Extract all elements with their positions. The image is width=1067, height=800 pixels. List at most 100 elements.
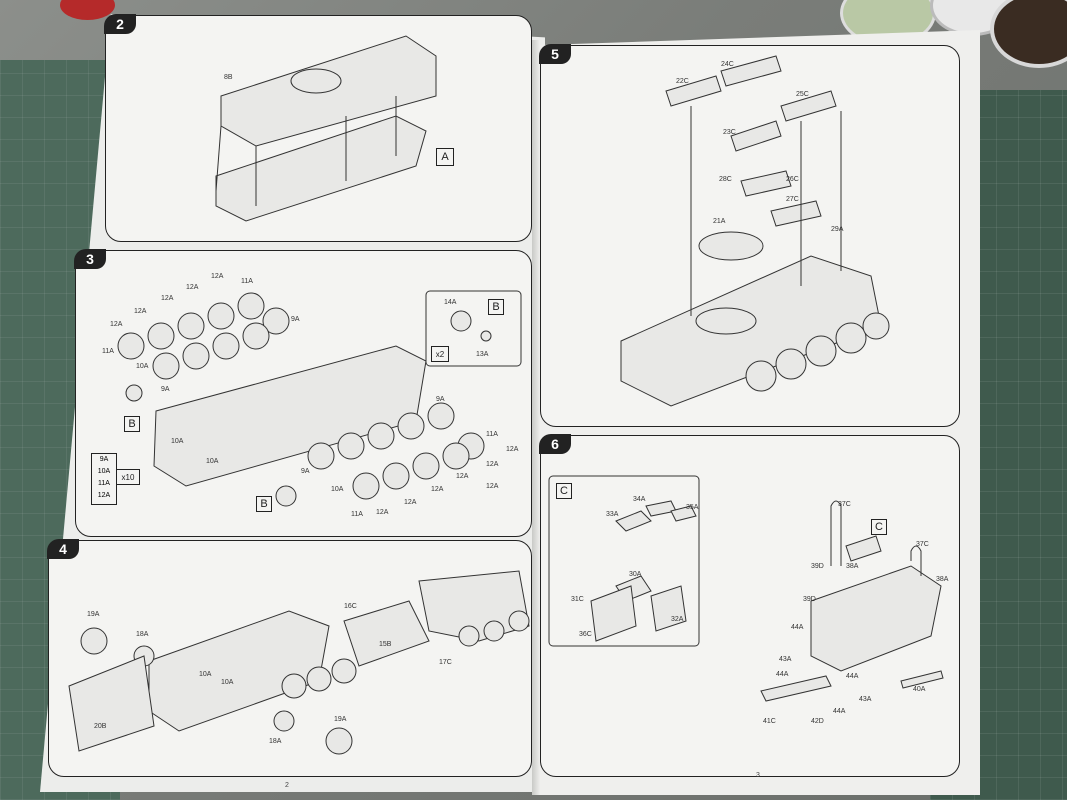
part-label: 18A [269, 738, 282, 745]
part-label: 11A [351, 511, 363, 518]
page-number-left: 2 [285, 782, 289, 789]
step-4-panel: 4 19A 18A 10A 10A 20B 19A 18A 16C 15B 17… [47, 539, 532, 777]
part-label: 20B [94, 723, 107, 730]
subassembly-label: C [556, 483, 572, 499]
part-label: 43A [859, 696, 872, 703]
part-label: 24C [721, 61, 734, 68]
subassembly-label: B [488, 299, 504, 315]
part-label: 11A [486, 431, 498, 438]
part-label: 12A [211, 273, 224, 280]
part-label: 19A [334, 716, 347, 723]
part-label: 12A [486, 483, 499, 490]
subassembly-label: B [256, 496, 272, 512]
part-label: 18A [136, 631, 149, 638]
part-label: 12A [506, 446, 519, 453]
step-4-number: 4 [47, 539, 79, 559]
step-3-number: 3 [74, 249, 106, 269]
part-label: 10A [331, 486, 344, 493]
part-label: 8B [224, 74, 233, 81]
step-5-drawing [620, 55, 890, 407]
subassembly-label: B [124, 416, 140, 432]
part-label: 10A [97, 468, 111, 475]
booklet-gutter [532, 40, 540, 795]
subassembly-label: A [436, 148, 454, 166]
part-label: 19A [87, 611, 100, 618]
part-label: 35A [686, 504, 699, 511]
part-label: 38A [936, 576, 949, 583]
part-label: 26C [786, 176, 799, 183]
part-label: 10A [206, 458, 219, 465]
part-label: 10A [171, 438, 184, 445]
part-label: 44A [776, 671, 789, 678]
part-label: 23C [723, 129, 736, 136]
step-2-drawing [215, 35, 437, 222]
part-label: 12A [186, 284, 199, 291]
part-label: 44A [791, 624, 804, 631]
part-label: 9A [291, 316, 300, 323]
part-label: 22C [676, 78, 689, 85]
part-label: 9A [99, 456, 109, 463]
step-3-panel: 3 12A 11A 12A 12A 12A 12A 11A 10A 9A 10A… [74, 249, 532, 537]
part-label: 12A [97, 492, 111, 499]
paint-jar [990, 0, 1067, 68]
part-label: 44A [846, 673, 859, 680]
part-label: 37C [916, 541, 929, 548]
part-label: 10A [221, 679, 234, 686]
part-label: 31C [571, 596, 584, 603]
part-label: 28C [719, 176, 732, 183]
part-label: 40A [913, 686, 926, 693]
part-label: 36C [579, 631, 592, 638]
part-label: 12A [431, 486, 444, 493]
quantity-label: x10 [116, 469, 140, 485]
part-label: 21A [713, 218, 726, 225]
step-6-panel: 6 C 34A 33A 35A 30A 31C 32A 36C 37C C 39… [539, 434, 960, 777]
step-2-number: 2 [104, 14, 136, 34]
quantity-label: x2 [431, 346, 449, 362]
part-label: 11A [98, 480, 110, 487]
part-label: 12A [161, 295, 174, 302]
part-label: 12A [110, 321, 123, 328]
part-label: 43A [779, 656, 792, 663]
part-label: 12A [376, 509, 389, 516]
part-label: 15B [379, 641, 392, 648]
parts-count-box: 9A 10A 11A 12A [91, 453, 117, 505]
step-3-drawing [117, 290, 522, 507]
part-label: 13A [476, 351, 489, 358]
subassembly-label: C [871, 519, 887, 535]
part-label: 12A [134, 308, 147, 315]
part-label: 38A [846, 563, 859, 570]
part-label: 10A [136, 363, 149, 370]
part-label: 44A [833, 708, 846, 715]
part-label: 42D [811, 718, 824, 725]
part-label: 34A [633, 496, 646, 503]
step-6-number: 6 [539, 434, 571, 454]
part-label: 9A [301, 468, 310, 475]
part-label: 32A [671, 616, 684, 623]
part-label: 25C [796, 91, 809, 98]
part-label: 12A [404, 499, 417, 506]
part-label: 9A [436, 396, 445, 403]
part-label: 9A [161, 386, 170, 393]
part-label: 41C [763, 718, 776, 725]
part-label: 37C [838, 501, 851, 508]
step-4-drawing [68, 570, 530, 755]
part-label: 11A [102, 348, 114, 355]
part-label: 33A [606, 511, 619, 518]
part-label: 29A [831, 226, 844, 233]
step-5-panel: 5 22C 24C 25C 23C 28C 26C 27C 21A 29A [539, 44, 960, 427]
part-label: 11A [241, 278, 253, 285]
part-label: 17C [439, 659, 452, 666]
part-label: 12A [456, 473, 469, 480]
part-label: 39D [811, 563, 824, 570]
part-label: 16C [344, 603, 357, 610]
part-label: 14A [444, 299, 457, 306]
step-6-drawing [548, 475, 944, 702]
part-label: 30A [629, 571, 642, 578]
part-label: 12A [486, 461, 499, 468]
step-2-panel: 2 8B A [104, 14, 532, 242]
paint-jar-cap [60, 0, 115, 20]
part-label: 39D [803, 596, 816, 603]
part-label: 27C [786, 196, 799, 203]
page-number-right: 3 [756, 772, 760, 779]
step-5-number: 5 [539, 44, 571, 64]
